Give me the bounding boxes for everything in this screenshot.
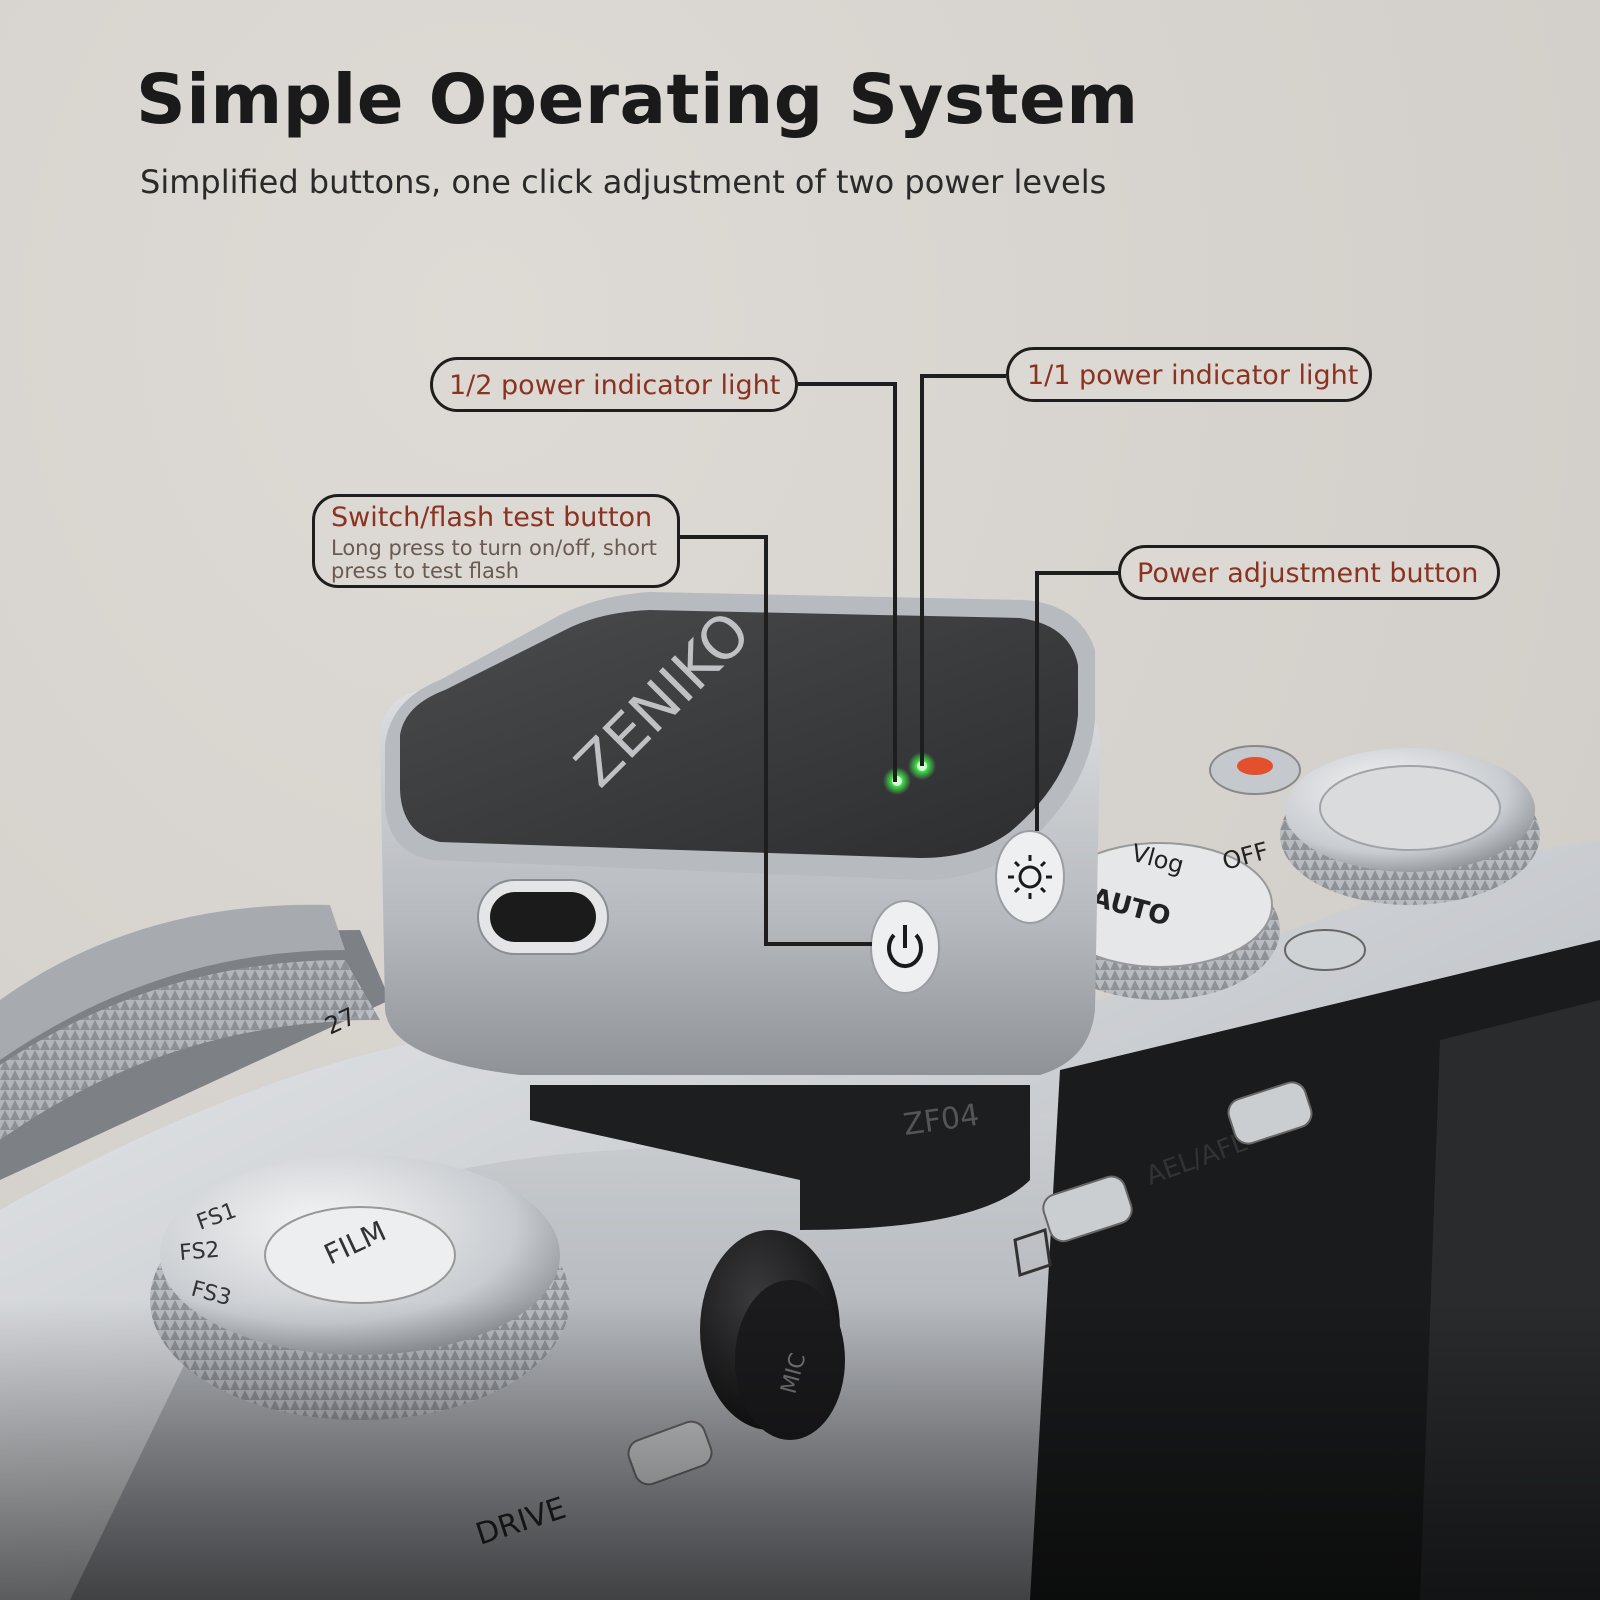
switch-desc-line2: press to test flash — [331, 559, 520, 584]
power-icon — [887, 925, 923, 968]
power-adjust-button — [995, 830, 1065, 924]
page-title: Simple Operating System — [136, 60, 1139, 140]
switch-desc-line1: Long press to turn on/off, short — [331, 536, 657, 560]
sun-brightness-icon — [1008, 855, 1052, 899]
full-power-label: 1/1 power indicator light — [1027, 360, 1359, 391]
svg-text:FS2: FS2 — [178, 1238, 220, 1266]
svg-text:OFF: OFF — [1219, 837, 1271, 876]
power-adjust-label: Power adjustment button — [1137, 558, 1479, 589]
leader-lines — [680, 374, 1118, 946]
half-power-label: 1/2 power indicator light — [449, 370, 781, 401]
switch-flash-test-callout: Switch/flash test button Long press to t… — [312, 494, 680, 588]
lens-barrel: 27 — [0, 904, 390, 1180]
power-adjustment-callout: Power adjustment button — [1118, 545, 1500, 600]
page-subtitle: Simplified buttons, one click adjustment… — [140, 163, 1107, 201]
switch-label: Switch/flash test button — [331, 502, 653, 533]
half-power-indicator-callout: 1/2 power indicator light — [430, 357, 798, 412]
full-power-indicator-callout: 1/1 power indicator light — [1006, 347, 1372, 402]
flash-unit: ZF04 ZENIKO — [380, 592, 1100, 1230]
